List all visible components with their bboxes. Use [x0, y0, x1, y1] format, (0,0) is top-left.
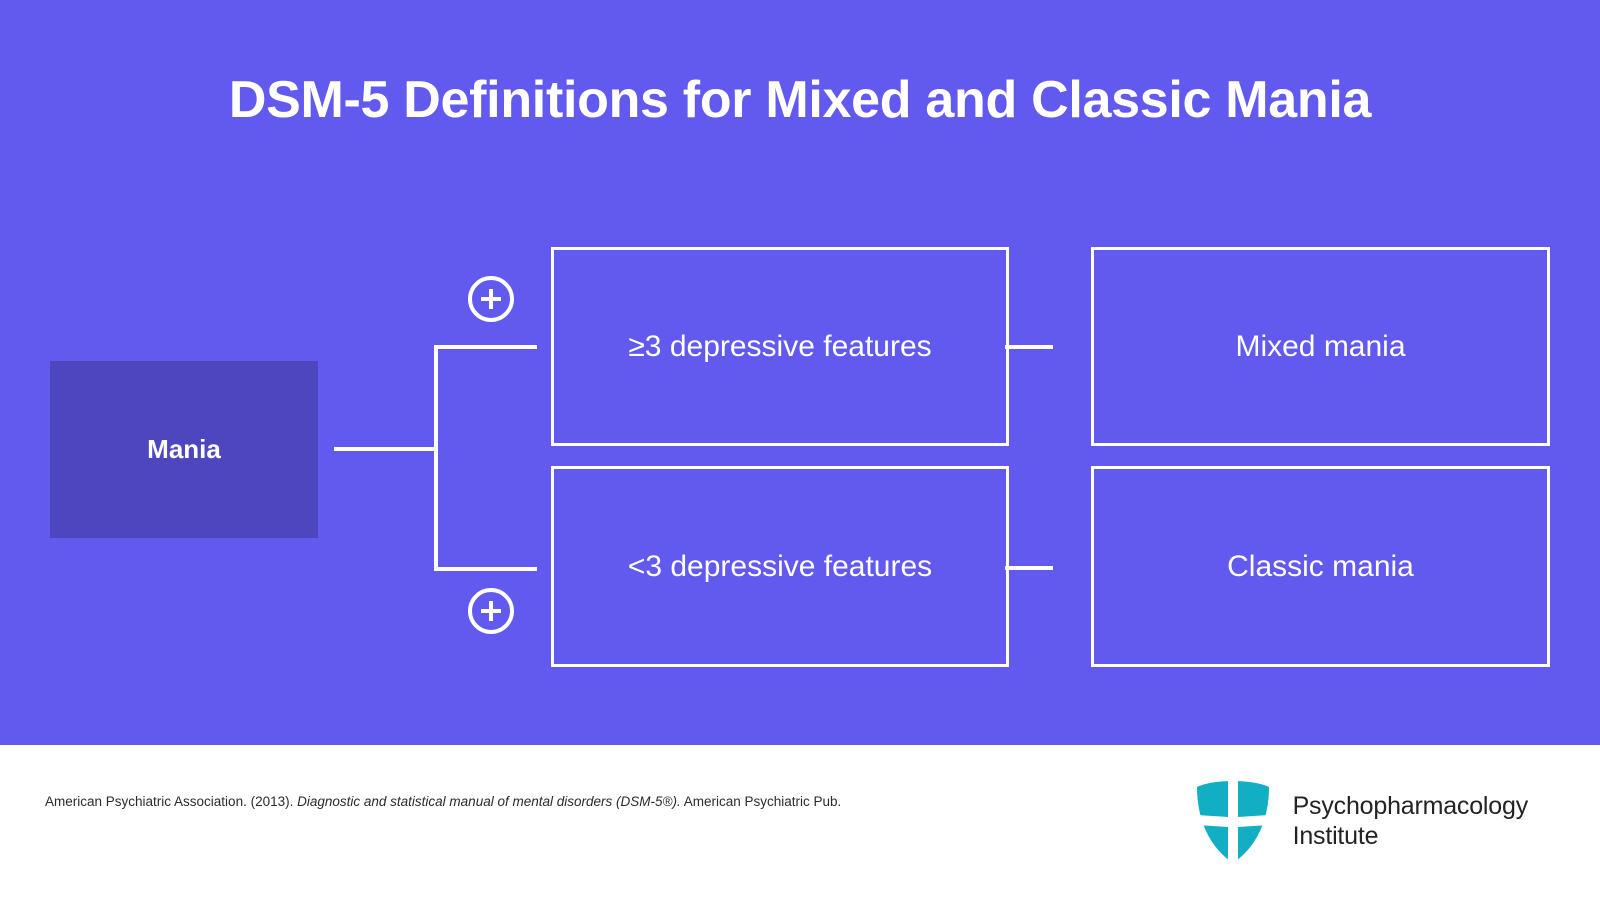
- slide-canvas: DSM-5 Definitions for Mixed and Classic …: [0, 0, 1600, 745]
- shield-quadrant-icon: [1196, 781, 1269, 863]
- node-mania: Mania: [50, 361, 318, 538]
- slide-footer: American Psychiatric Association. (2013)…: [0, 745, 1600, 899]
- plus-circle-icon: [468, 588, 514, 634]
- node-criterion-three-or-more: ≥3 depressive features: [551, 247, 1009, 446]
- connector-branch-top: [434, 345, 537, 349]
- citation-prefix: American Psychiatric Association. (2013)…: [45, 794, 298, 809]
- citation-title: Diagnostic and statistical manual of men…: [297, 794, 681, 809]
- connector-criterion-to-outcome-bottom: [1005, 566, 1053, 570]
- node-outcome-classic-mania: Classic mania: [1091, 466, 1550, 667]
- brand-lockup: Psychopharmacology Institute: [1195, 777, 1528, 865]
- page-title: DSM-5 Definitions for Mixed and Classic …: [228, 71, 1372, 129]
- node-outcome-mixed-mania: Mixed mania: [1091, 247, 1550, 446]
- flowchart-diagram: Mania ≥3 depressive features <3 depressi…: [50, 247, 1550, 667]
- connector-criterion-to-outcome-top: [1005, 345, 1053, 349]
- plus-circle-icon: [468, 276, 514, 322]
- connector-root-to-bracket: [334, 447, 438, 451]
- brand-name: Psychopharmacology Institute: [1292, 791, 1529, 851]
- connector-branch-bottom: [434, 567, 537, 571]
- citation-reference: American Psychiatric Association. (2013)…: [45, 793, 945, 811]
- node-criterion-fewer-than-three: <3 depressive features: [551, 466, 1009, 667]
- citation-suffix: American Psychiatric Pub.: [680, 794, 842, 809]
- connector-bracket-spine: [434, 345, 438, 571]
